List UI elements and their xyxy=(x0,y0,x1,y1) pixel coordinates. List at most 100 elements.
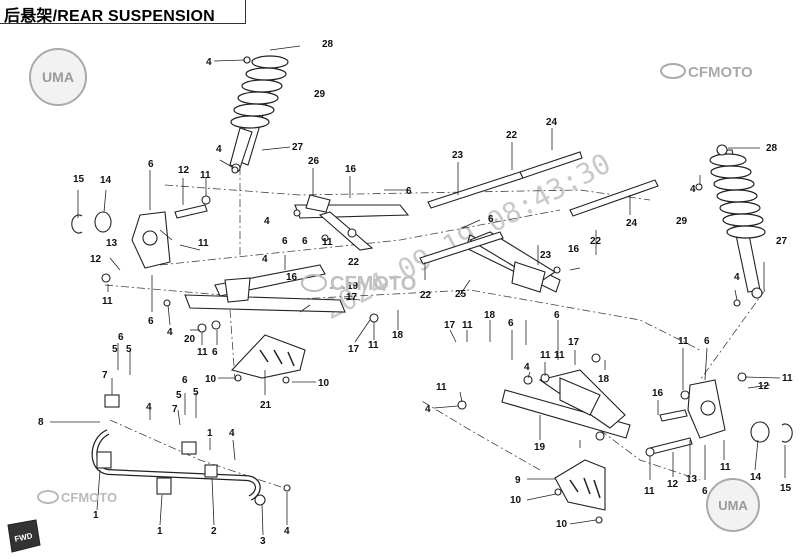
callout-28-top-left: 28 xyxy=(322,39,334,50)
callout-11-knuckle-right-c: 11 xyxy=(720,462,731,473)
callout-12-right-a: 12 xyxy=(758,381,770,392)
callout-26: 26 xyxy=(308,156,320,167)
callout-6-mid: 6 xyxy=(302,236,308,247)
callout-4-right-shock-bottom: 4 xyxy=(734,272,740,283)
callout-11-knuckle-right-b: 11 xyxy=(644,486,655,497)
callout-4-lower-left: 4 xyxy=(167,327,173,338)
callout-16-upper: 16 xyxy=(345,164,357,175)
callout-11-right-a: 11 xyxy=(462,320,473,331)
callout-11-lower-left: 11 xyxy=(197,347,208,358)
callout-11-center: 11 xyxy=(368,340,379,351)
cfmoto-logo-bottom-left: CFMOTO xyxy=(37,490,117,505)
callout-17-right-b: 17 xyxy=(568,337,580,348)
callout-5-stab-b: 5 xyxy=(126,344,132,355)
callout-6-right-a: 6 xyxy=(508,318,514,329)
uma-logo-top-left: UMA xyxy=(29,48,87,106)
callout-19-left: 19 xyxy=(347,281,359,292)
callout-13-left: 13 xyxy=(106,238,118,249)
cfmoto-logo-text-3: CFMOTO xyxy=(61,490,117,505)
callout-1-stab-top: 1 xyxy=(207,428,213,439)
left-skid-plate xyxy=(230,334,306,379)
callout-4-right-shock-top: 4 xyxy=(690,184,696,195)
callout-10-left-b: 10 xyxy=(318,378,330,389)
callout-11-knuckle: 11 xyxy=(198,238,209,249)
callout-14-left: 14 xyxy=(100,175,112,186)
callout-6-lower-left: 6 xyxy=(212,347,218,358)
callout-6-upper-arm: 6 xyxy=(406,186,412,197)
callout-9: 9 xyxy=(515,475,521,486)
right-shock-absorber xyxy=(709,144,766,299)
lower-right-arm xyxy=(501,369,631,439)
lower-left-arm xyxy=(184,264,346,313)
callout-5-stab-d: 5 xyxy=(176,390,182,401)
callout-11-right-c: 11 xyxy=(554,350,565,361)
callout-6-stab-a: 6 xyxy=(118,332,124,343)
uma-logo-text-2: UMA xyxy=(718,498,748,513)
callout-11-top: 11 xyxy=(200,170,211,181)
callout-4-shock-top: 4 xyxy=(206,57,212,68)
callout-29-right: 29 xyxy=(676,216,688,227)
callout-4-right-b: 4 xyxy=(425,404,431,415)
upper-left-arm xyxy=(294,194,410,251)
callout-6-right-b: 6 xyxy=(554,310,560,321)
callout-12-right-b: 12 xyxy=(667,479,679,490)
callout-15-right: 15 xyxy=(780,483,792,494)
callout-24-right: 24 xyxy=(626,218,638,229)
callout-16-mid: 16 xyxy=(286,272,298,283)
callout-29-left: 29 xyxy=(314,89,326,100)
callout-6-upper-right: 6 xyxy=(488,214,494,225)
callout-18-right-b: 18 xyxy=(598,374,610,385)
callout-16-right: 16 xyxy=(652,388,664,399)
callout-11-right-e: 11 xyxy=(782,373,793,384)
cfmoto-logo-top-right: CFMOTO xyxy=(660,63,753,81)
callout-12-left: 12 xyxy=(90,254,102,265)
right-knuckle xyxy=(687,379,793,443)
left-shock-absorber xyxy=(229,45,301,173)
callout-13-right: 13 xyxy=(686,474,698,485)
callout-11-right-b: 11 xyxy=(540,350,551,361)
callout-22-top: 22 xyxy=(506,130,518,141)
fwd-label: FWD xyxy=(14,531,34,544)
callout-22-right: 22 xyxy=(590,236,602,247)
shafts xyxy=(174,151,693,455)
watermark: 2024-09-19 08:43:30 xyxy=(318,147,616,327)
callout-23-right: 23 xyxy=(540,250,552,261)
callout-15-left: 15 xyxy=(73,174,85,185)
callout-2: 2 xyxy=(211,526,217,537)
callout-6-knuckle-top: 6 xyxy=(148,159,154,170)
callout-10-right-a: 10 xyxy=(510,495,522,506)
callout-16-right-upper: 16 xyxy=(568,244,580,255)
callout-19-right: 19 xyxy=(534,442,546,453)
callout-18-center: 18 xyxy=(392,330,404,341)
callout-10-right-b: 10 xyxy=(556,519,568,530)
left-knuckle xyxy=(71,211,171,269)
callout-5-stab-c: 5 xyxy=(193,387,199,398)
callout-20: 20 xyxy=(184,334,196,345)
callout-3: 3 xyxy=(260,536,266,547)
callout-18-right-a: 18 xyxy=(484,310,496,321)
callout-1-stab-left: 1 xyxy=(93,510,99,521)
callout-6-stab-b: 6 xyxy=(182,375,188,386)
callout-4-stab-c: 4 xyxy=(284,526,290,537)
title-box: 后悬架/REAR SUSPENSION xyxy=(0,0,246,25)
callout-12-top: 12 xyxy=(178,165,190,176)
callout-22-center: 22 xyxy=(420,290,432,301)
cfmoto-logo-text-2: CFMOTO xyxy=(330,273,416,295)
callout-24-top: 24 xyxy=(546,117,558,128)
right-skid-plate xyxy=(554,459,606,511)
callout-10-left-a: 10 xyxy=(205,374,217,385)
assembly-lines xyxy=(104,140,766,491)
callout-21: 21 xyxy=(260,400,272,411)
callout-1-stab-bottom: 1 xyxy=(157,526,163,537)
callout-6-upper-arm-2: 6 xyxy=(282,236,288,247)
callout-25: 25 xyxy=(455,289,467,300)
cfmoto-logo-text: CFMOTO xyxy=(688,64,753,81)
callout-6-knuckle-low: 6 xyxy=(148,316,154,327)
callout-4-stab-b: 4 xyxy=(229,428,235,439)
callout-4-upper-arm: 4 xyxy=(264,216,270,227)
callout-6-knuckle-right-b: 6 xyxy=(702,486,708,497)
callout-7-stab-a: 7 xyxy=(102,370,108,381)
callout-7-stab-b: 7 xyxy=(172,404,178,415)
callout-11-right-d: 11 xyxy=(436,382,447,393)
